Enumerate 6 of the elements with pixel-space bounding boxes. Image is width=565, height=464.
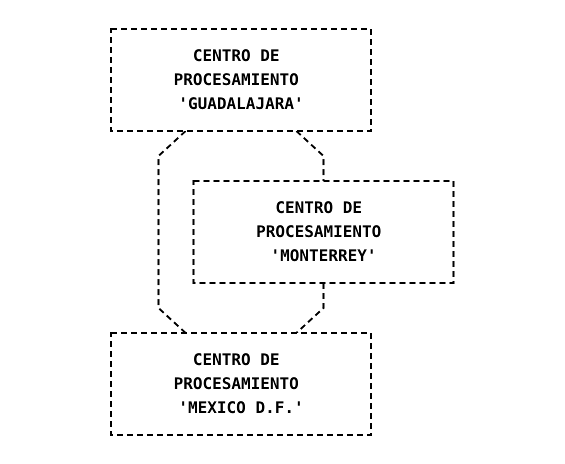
connector xyxy=(296,130,325,181)
node-box: CENTRO DE PROCESAMIENTO 'MONTERREY' xyxy=(192,180,455,284)
node-box: CENTRO DE PROCESAMIENTO 'MEXICO D.F.' xyxy=(110,332,372,436)
connector xyxy=(158,130,187,334)
connector xyxy=(296,283,325,334)
node-box: CENTRO DE PROCESAMIENTO 'GUADALAJARA' xyxy=(110,28,372,132)
